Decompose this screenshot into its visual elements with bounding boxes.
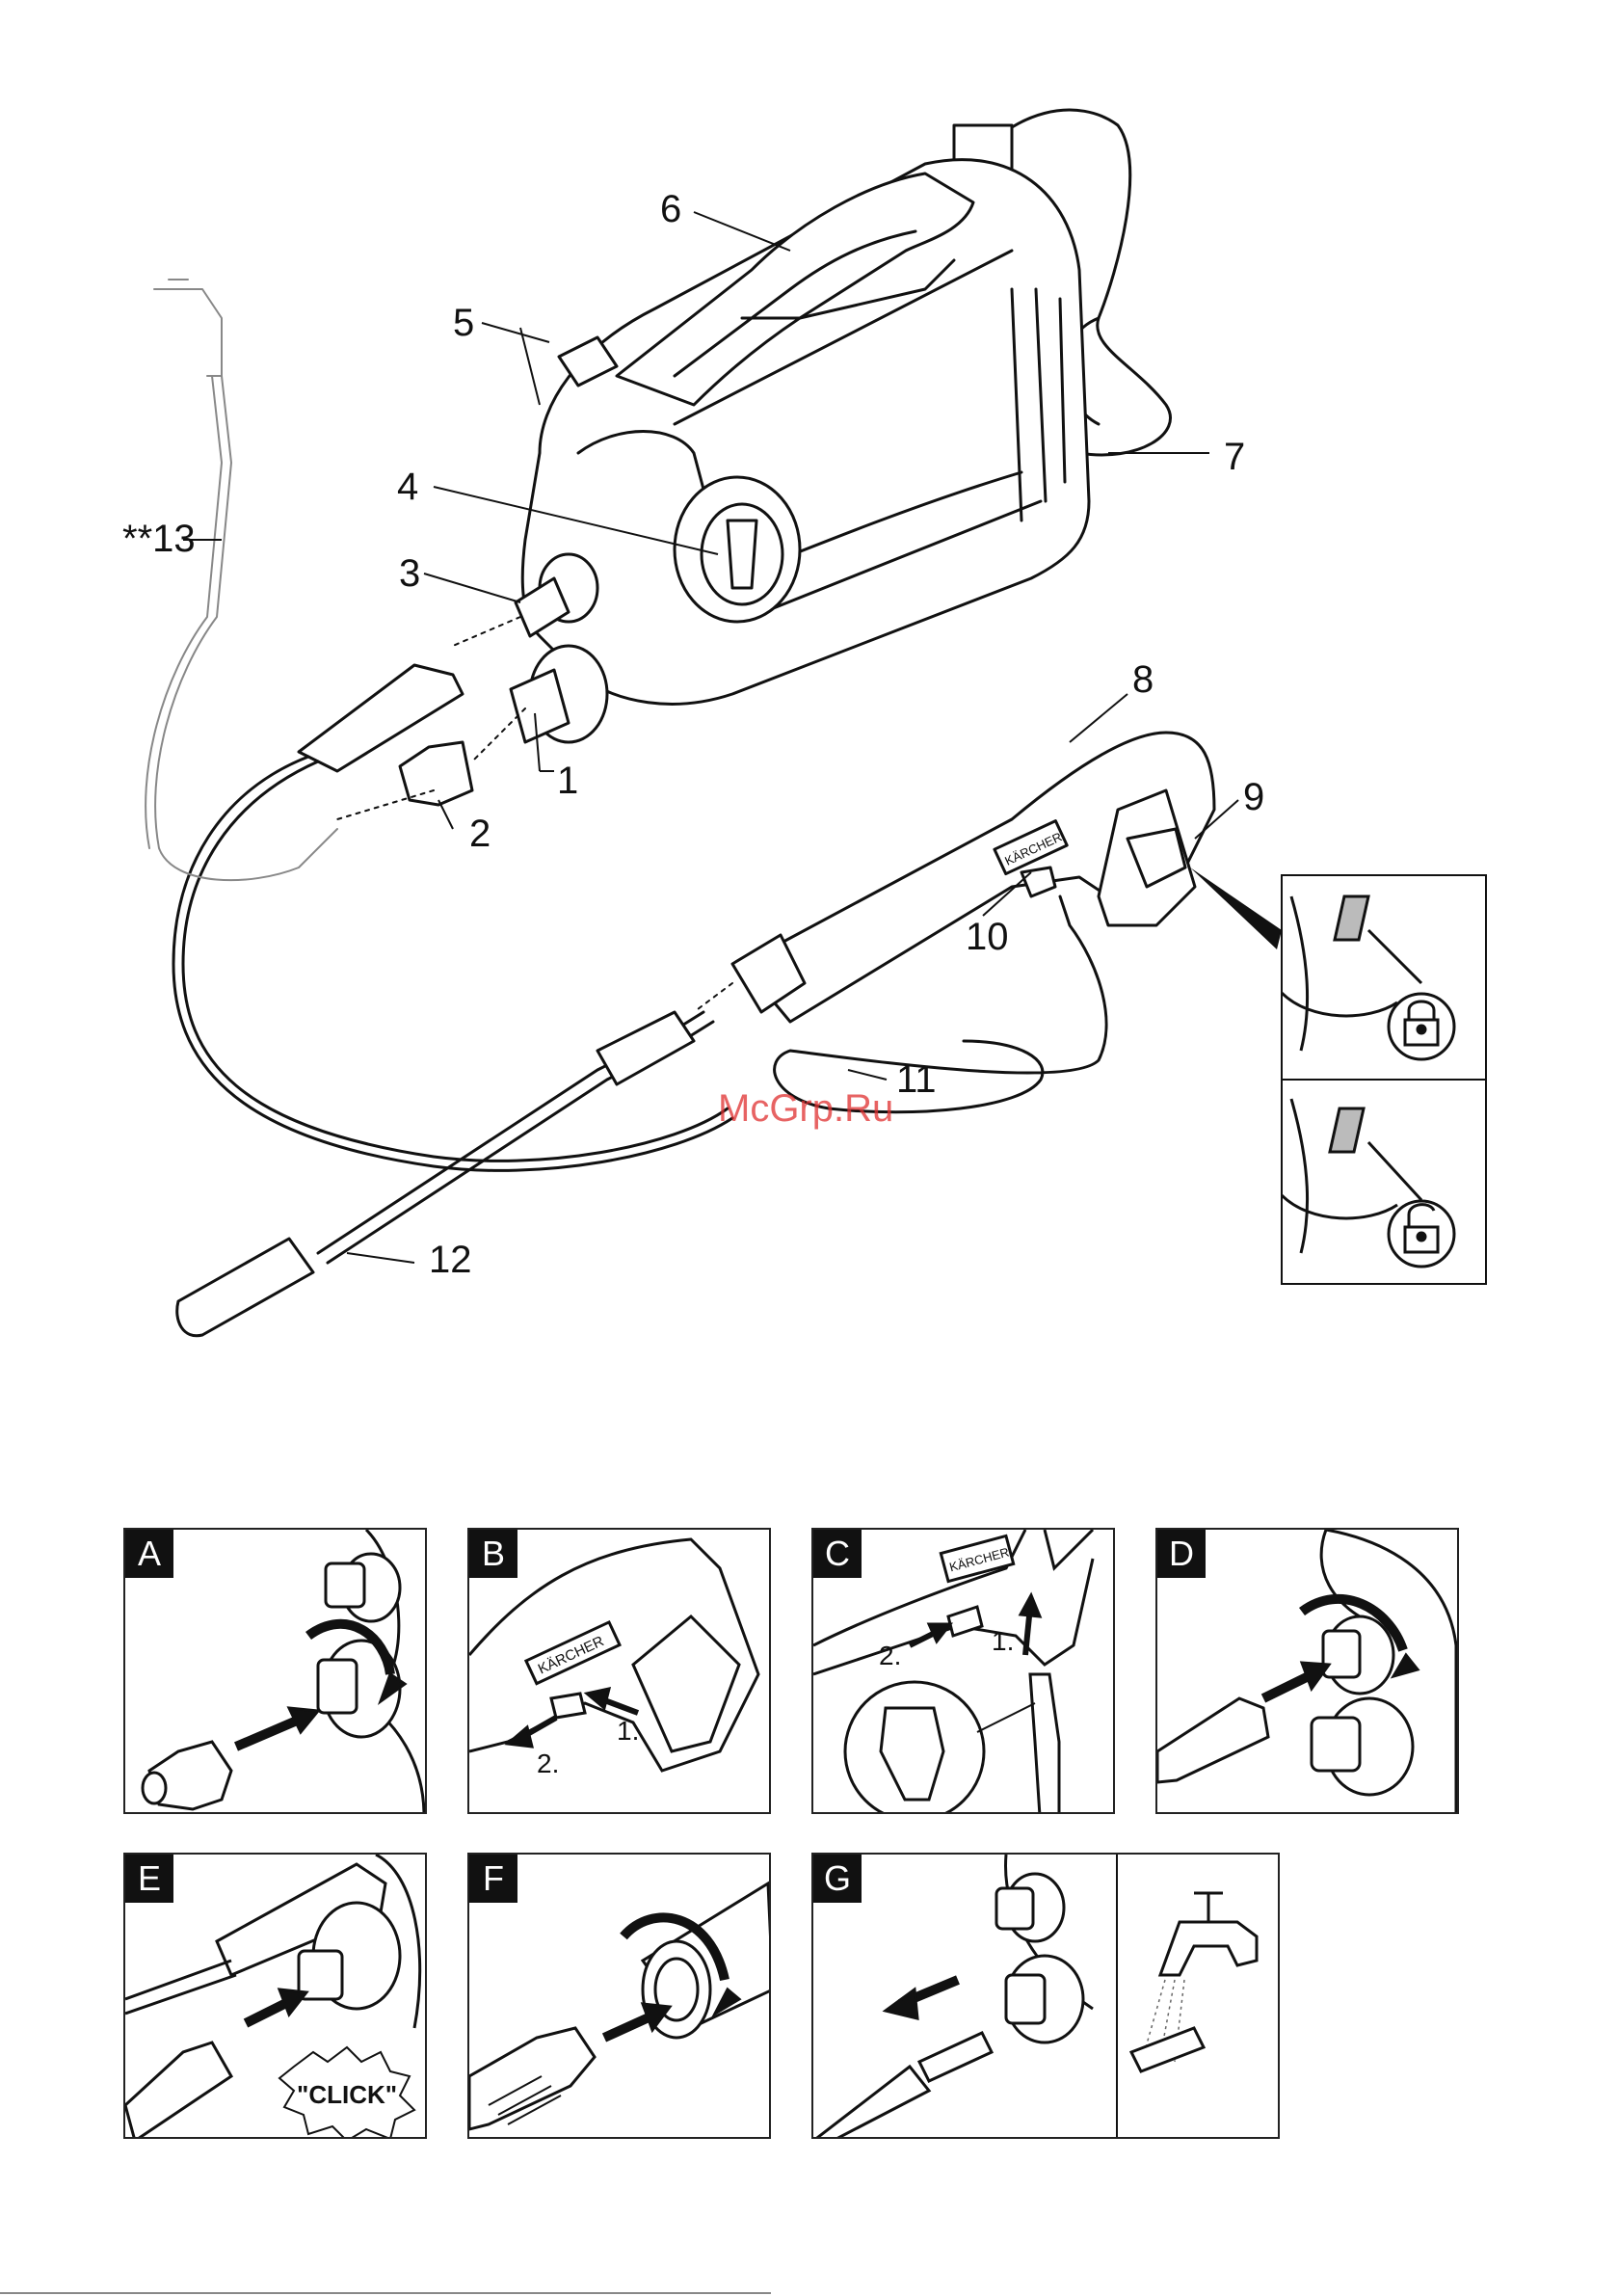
- panel-d: D: [1155, 1528, 1459, 1814]
- tap-icon: [1160, 1922, 1257, 1975]
- water-filter: [919, 2033, 992, 2081]
- panel-f: F: [467, 1853, 771, 2139]
- callout-4: 4: [397, 466, 418, 508]
- watermark: McGrp.Ru: [718, 1087, 893, 1131]
- callout-11: 11: [896, 1058, 937, 1101]
- pliers: [813, 2067, 929, 2139]
- hose-connector: [1157, 1698, 1268, 1782]
- exploded-view-diagram: KÄRCHER 6 5 7 4 **13 3 8 1 9 2: [0, 0, 1618, 1369]
- callout-1: 1: [557, 760, 578, 802]
- callout-3: 3: [399, 552, 420, 595]
- garden-hose: [125, 2042, 231, 2139]
- panel-c: C KÄRCHER 1. 2.: [811, 1528, 1115, 1814]
- panel-b: B KÄRCHER 1. 2.: [467, 1528, 771, 1814]
- high-pressure-hose: [173, 757, 732, 1170]
- callout-8: 8: [1132, 658, 1154, 701]
- callout-9: 9: [1243, 776, 1264, 818]
- spray-lance-end: [469, 2028, 595, 2129]
- callout-6: 6: [660, 188, 681, 230]
- click-label: "CLICK": [297, 2080, 397, 2109]
- release-button: [551, 1694, 585, 1718]
- water-filter: [1131, 2028, 1204, 2071]
- footer-rule: [0, 2292, 771, 2294]
- outlet-fitting: [1323, 1631, 1360, 1677]
- step-2-label: 2.: [879, 1641, 901, 1670]
- panel-e: E "CLICK": [123, 1853, 427, 2139]
- release-button: [948, 1607, 982, 1636]
- callout-10: 10: [966, 916, 1009, 958]
- callout-13: **13: [122, 518, 196, 560]
- panel-g: G: [811, 1853, 1280, 2139]
- callout-2: 2: [469, 813, 491, 855]
- lock-detail-inset: [1190, 868, 1486, 1284]
- step-1-label: 1.: [992, 1626, 1014, 1656]
- outlet-fitting: [326, 1563, 364, 1607]
- panel-a: A: [123, 1528, 427, 1814]
- outlet-fitting: [996, 1888, 1033, 1929]
- coupling: [400, 742, 472, 805]
- inlet-fitting: [318, 1660, 357, 1713]
- inlet-fitting: [1006, 1975, 1045, 2023]
- callout-5: 5: [453, 302, 474, 344]
- step-1-label: 1.: [617, 1716, 639, 1746]
- step-2-label: 2.: [537, 1749, 559, 1778]
- callout-12: 12: [429, 1239, 472, 1281]
- callout-7: 7: [1224, 436, 1245, 478]
- coupling: [1312, 1718, 1360, 1771]
- push-arrow-icon: [236, 1718, 304, 1747]
- lance-nozzle: [177, 1239, 313, 1336]
- hose-nipple: [1030, 1674, 1059, 1814]
